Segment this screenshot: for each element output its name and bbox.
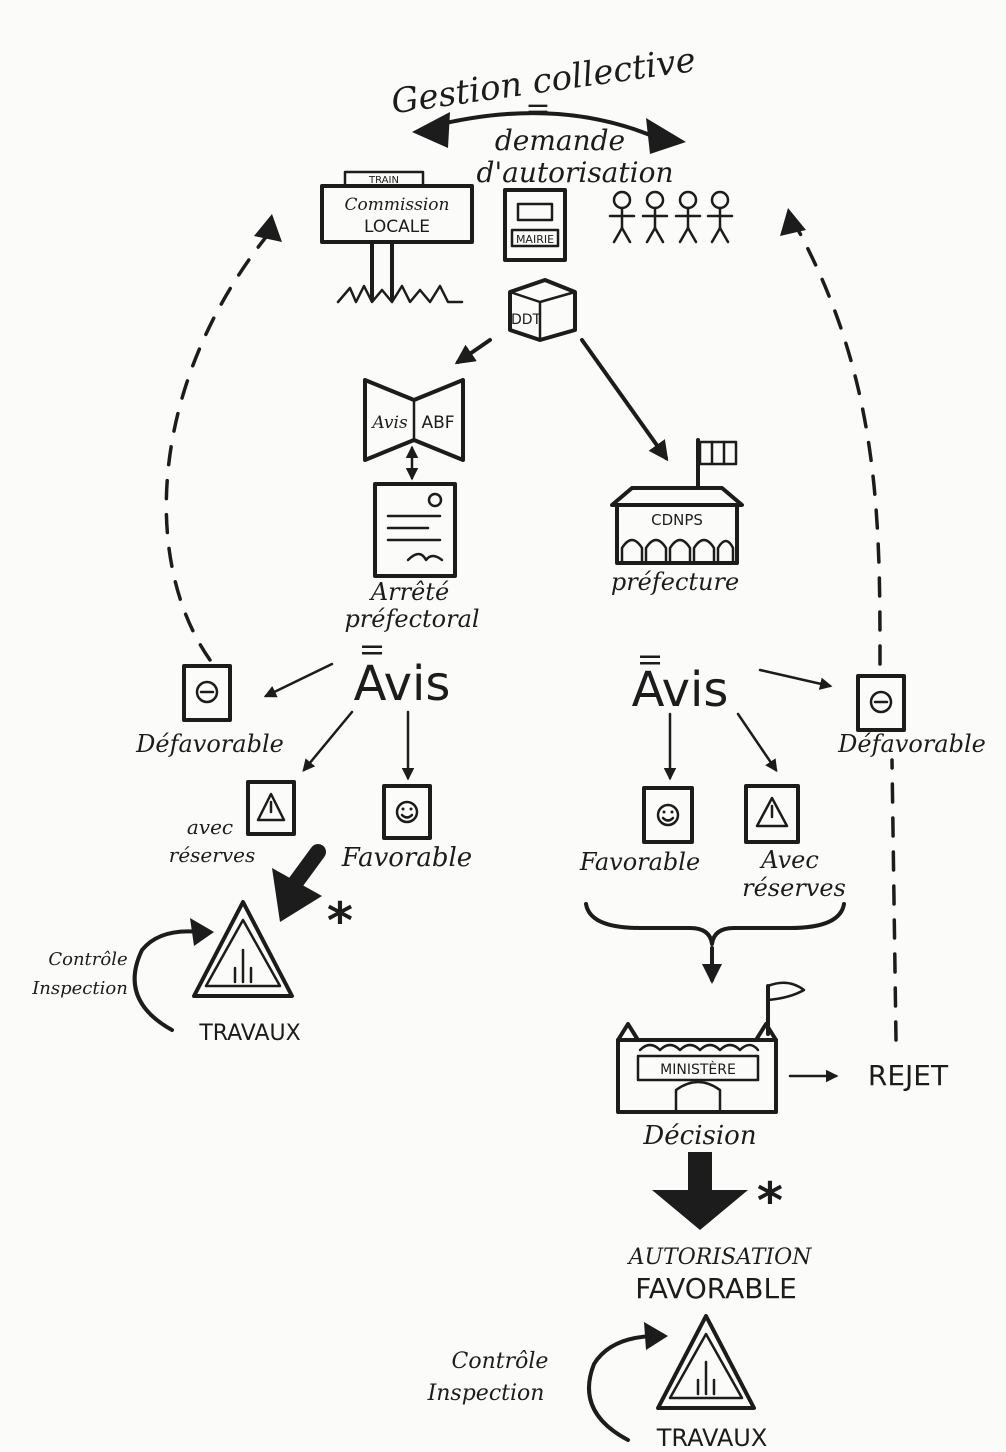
- arrete-label-line2: préfectoral: [344, 605, 479, 633]
- commission-label: Commission: [345, 195, 450, 215]
- right-feedback-dashed-arrow: [794, 224, 898, 1042]
- right-defavorable-icon: [856, 674, 906, 732]
- cdnps-prefecture-building: CDNPS: [610, 438, 744, 565]
- right-brace: [584, 902, 846, 946]
- ddt-label: DDT: [511, 312, 542, 328]
- left-feedback-arrowhead: [254, 214, 282, 242]
- left-asterisk: *: [327, 892, 353, 950]
- left-reserves-icon: [246, 780, 296, 836]
- left-controle-label: Contrôle: [48, 949, 127, 970]
- bottom-travaux-label: TRAVAUX: [656, 1424, 768, 1452]
- title-arrowhead-right: [646, 118, 686, 154]
- right-favorable-icon: [642, 786, 694, 844]
- right-favorable-label: Favorable: [579, 848, 700, 876]
- ministere-building: MINISTÈRE: [616, 981, 806, 1114]
- avis-abf-book: Avis ABF: [363, 378, 465, 462]
- abf-left-label: Avis: [370, 413, 408, 433]
- right-reserves-icon: [744, 784, 800, 844]
- ddt-box: DDT: [508, 278, 577, 342]
- left-travaux-sign: [192, 900, 294, 998]
- left-avis-equals: =: [359, 630, 386, 668]
- ministere-label: MINISTÈRE: [660, 1061, 736, 1078]
- right-avis-equals: =: [637, 640, 664, 678]
- title-arrow: [423, 111, 652, 137]
- commission-locale-sign: TRAIN Commission LOCALE: [320, 170, 474, 304]
- subtitle-line2: d'autorisation: [477, 156, 674, 189]
- arrow-to-left-travaux-head: [272, 868, 322, 922]
- left-favorable-label: Favorable: [341, 843, 472, 873]
- right-defavorable-label: Défavorable: [837, 730, 986, 758]
- mairie-building: MAIRIE: [503, 188, 567, 262]
- right-asterisk: *: [757, 1172, 783, 1230]
- arrow-ddt-to-cdnps: [580, 338, 669, 462]
- left-reserves-label-line1: avec: [187, 815, 233, 839]
- left-reserves-label-line2: réserves: [169, 843, 255, 867]
- title-arrowhead-left: [412, 112, 450, 148]
- left-defavorable-icon: [182, 664, 232, 722]
- bottom-control-arrow: [586, 1334, 654, 1442]
- bottom-inspection-label: Inspection: [427, 1381, 545, 1406]
- subtitle-line1: demande: [495, 124, 625, 157]
- left-control-arrow: [132, 929, 202, 1032]
- arrow-to-autorisation-shaft: [688, 1152, 712, 1194]
- commission-top-label: TRAIN: [368, 175, 399, 186]
- arrow-to-left-travaux: [288, 844, 326, 890]
- arrete-label-line1: Arrêté: [369, 578, 449, 606]
- arrete-document: [373, 482, 457, 578]
- left-control-arrowhead: [190, 918, 214, 946]
- arrow-right-avis-reserves: [736, 712, 778, 773]
- left-inspection-label: Inspection: [31, 978, 128, 999]
- cdnps-label: CDNPS: [651, 511, 703, 529]
- left-travaux-label: TRAVAUX: [198, 1021, 300, 1046]
- prefecture-label: préfecture: [611, 568, 739, 596]
- arrow-to-autorisation-head: [652, 1190, 748, 1230]
- left-feedback-dashed-arrow: [164, 230, 272, 662]
- left-defavorable-label: Défavorable: [135, 730, 284, 758]
- commission-locale-label: LOCALE: [364, 217, 430, 237]
- autorisation-label-line2: FAVORABLE: [635, 1272, 797, 1305]
- left-favorable-icon: [382, 784, 432, 840]
- title-equals: =: [525, 91, 550, 126]
- decision-label: Décision: [642, 1121, 756, 1151]
- rejet-label: REJET: [868, 1059, 949, 1092]
- mairie-label: MAIRIE: [516, 233, 554, 246]
- right-reserves-label-line1: Avec: [759, 846, 819, 874]
- right-feedback-arrowhead: [780, 208, 806, 236]
- right-avis-label: Avis: [632, 662, 729, 718]
- abf-right-label: ABF: [421, 413, 454, 433]
- bottom-travaux-sign: [656, 1314, 756, 1410]
- arrow-right-avis-defavorable: [758, 668, 833, 690]
- right-reserves-label-line2: réserves: [742, 874, 846, 902]
- bottom-controle-label: Contrôle: [452, 1349, 549, 1374]
- arrow-left-avis-defavorable: [263, 662, 334, 698]
- people-icon: [608, 190, 734, 244]
- arrow-left-avis-reserves: [302, 710, 354, 772]
- left-avis-label: Avis: [354, 656, 451, 712]
- autorisation-label-line1: AUTORISATION: [627, 1245, 813, 1270]
- bottom-control-arrowhead: [644, 1322, 668, 1350]
- arrow-ddt-to-abf: [454, 338, 492, 365]
